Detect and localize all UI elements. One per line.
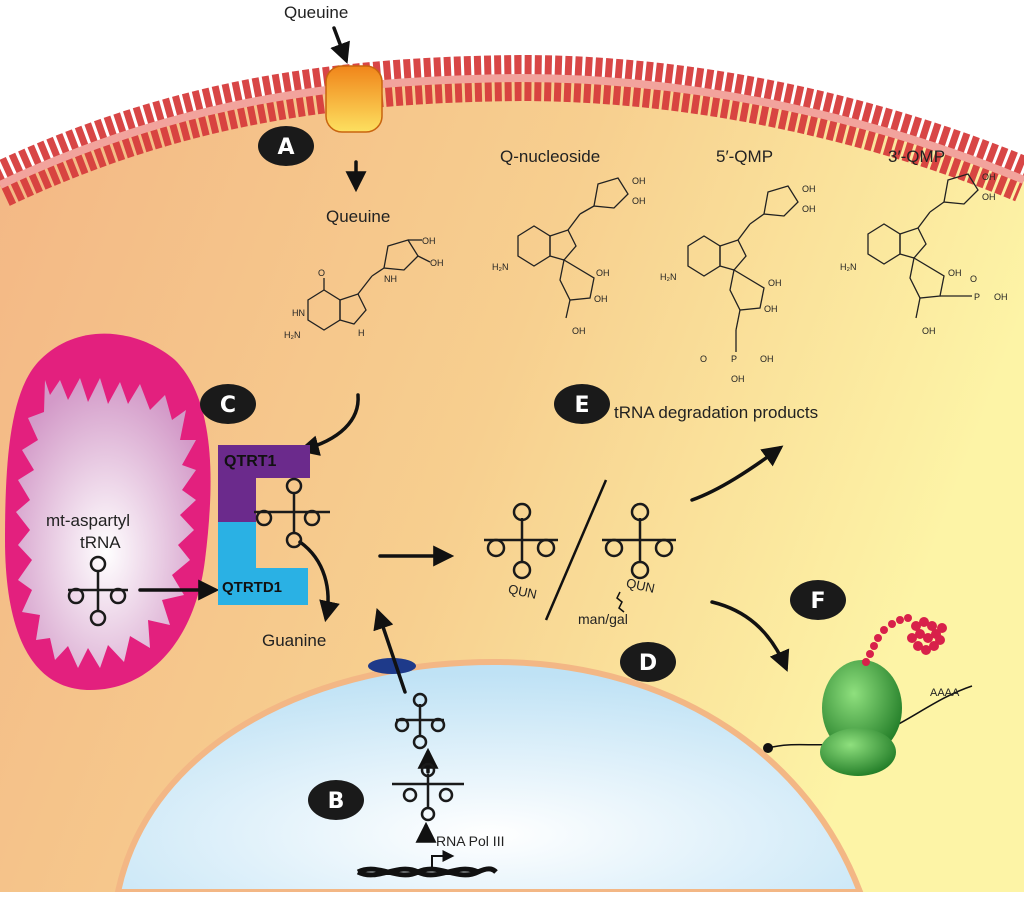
svg-text:E: E — [574, 393, 589, 418]
chem-3q-o: O — [970, 274, 977, 284]
badge-d: D — [620, 642, 676, 682]
glycosylated-q-trna-glyph — [602, 502, 676, 580]
mitochondrion-inner — [16, 378, 196, 668]
chem-h2n: H₂N — [284, 330, 301, 340]
membrane-core — [0, 73, 1024, 189]
badge-a: A — [258, 126, 314, 166]
qun-label-1: QUN — [507, 581, 538, 602]
guanine-label: Guanine — [262, 631, 326, 650]
dna-helix — [356, 866, 498, 878]
q-trna-glyph — [484, 502, 558, 580]
chem-qn-oh-5: OH — [572, 326, 586, 336]
chem-5q-oh-4: OH — [764, 304, 778, 314]
qtrtd1-subunit — [218, 522, 308, 605]
arrow-to-degradation — [690, 445, 784, 502]
arrow-to-guanine — [298, 540, 340, 623]
chem-qn-oh-3: OH — [596, 268, 610, 278]
mrna-cap — [763, 743, 773, 753]
chem-5q-oh-5: OH — [760, 354, 774, 364]
chem-3q-p: P — [974, 292, 980, 302]
nuclear-trna-glyph-2 — [392, 762, 464, 822]
svg-text:F: F — [810, 589, 825, 614]
transcription-start-arrow — [431, 850, 455, 870]
cytoplasm — [0, 78, 1024, 892]
arrow-queuine-in — [330, 26, 350, 64]
divider-slash — [544, 479, 608, 621]
glycan-link — [616, 591, 625, 613]
svg-text:D: D — [639, 651, 657, 676]
5-qmp-structure — [687, 185, 799, 352]
chem-h: H — [358, 328, 365, 338]
3-qmp-label: 3′-QMP — [888, 147, 945, 166]
chem-oh-2: OH — [430, 258, 444, 268]
polya-tail-label: AAAA — [930, 687, 960, 699]
chem-5q-p: P — [731, 354, 737, 364]
mt-aspartyl-trna-glyph — [67, 555, 128, 627]
q-nucleoside-structure — [517, 177, 629, 319]
chem-5q-oh-3: OH — [768, 278, 782, 288]
qun-label-2: QUN — [625, 575, 656, 596]
chem-5q-h2n: H₂N — [660, 272, 677, 282]
trna-bound-to-enzyme — [254, 477, 330, 549]
arrow-to-qtrt1 — [297, 393, 360, 456]
svg-text:C: C — [220, 393, 236, 418]
chem-hn: HN — [292, 308, 305, 318]
chem-qn-oh-2: OH — [632, 196, 646, 206]
arrow-to-translation — [710, 600, 790, 672]
queuine-structure — [307, 239, 431, 331]
queuine-outside-label: Queuine — [284, 3, 348, 22]
badge-b: B — [308, 780, 364, 820]
chem-oh-1: OH — [422, 236, 436, 246]
chem-5q-oh-1: OH — [802, 184, 816, 194]
chem-3q-oh-4: OH — [994, 292, 1008, 302]
svg-text:A: A — [277, 135, 294, 160]
mt-trna-label: tRNA — [80, 533, 121, 552]
man-gal-label: man/gal — [578, 611, 628, 627]
queuine-cytoplasm-label: Queuine — [326, 207, 390, 226]
5-qmp-label: 5′-QMP — [716, 147, 773, 166]
chem-3q-oh-1: OH — [982, 172, 996, 182]
chem-5q-o: O — [700, 354, 707, 364]
nascent-peptide — [862, 614, 947, 666]
badge-f: F — [790, 580, 846, 620]
qtrt1-subunit — [218, 445, 310, 522]
ribosome-small-subunit — [820, 728, 896, 776]
badge-e: E — [554, 384, 610, 424]
nucleus — [114, 658, 865, 895]
qtrt1-label: QTRT1 — [224, 453, 277, 470]
3-qmp-structure — [867, 173, 979, 319]
chem-qn-h2n: H₂N — [492, 262, 509, 272]
rna-pol-label: RNA Pol III — [436, 833, 504, 849]
q-nucleoside-label: Q-nucleoside — [500, 147, 600, 166]
mt-aspartyl-label: mt-aspartyl — [46, 511, 130, 530]
chem-qn-oh-1: OH — [632, 176, 646, 186]
chem-qn-oh-4: OH — [594, 294, 608, 304]
trna-degradation-label: tRNA degradation products — [614, 403, 818, 422]
chem-nh: NH — [384, 274, 397, 284]
badge-c: C — [200, 384, 256, 424]
chem-3q-h2n: H₂N — [840, 262, 857, 272]
chem-3q-oh-2: OH — [982, 192, 996, 202]
chem-o: O — [318, 268, 325, 278]
chem-3q-oh-3: OH — [948, 268, 962, 278]
svg-text:B: B — [328, 789, 345, 814]
chem-3q-oh-5: OH — [922, 326, 936, 336]
chem-5q-oh-2: OH — [802, 204, 816, 214]
queuine-transporter — [325, 65, 383, 133]
nuclear-trna-glyph-1 — [394, 692, 446, 750]
nuclear-pore — [368, 658, 416, 674]
chem-5q-oh-6: OH — [731, 374, 745, 384]
qtrtd1-label: QTRTD1 — [222, 579, 282, 596]
arrow-trna-export — [373, 608, 407, 694]
